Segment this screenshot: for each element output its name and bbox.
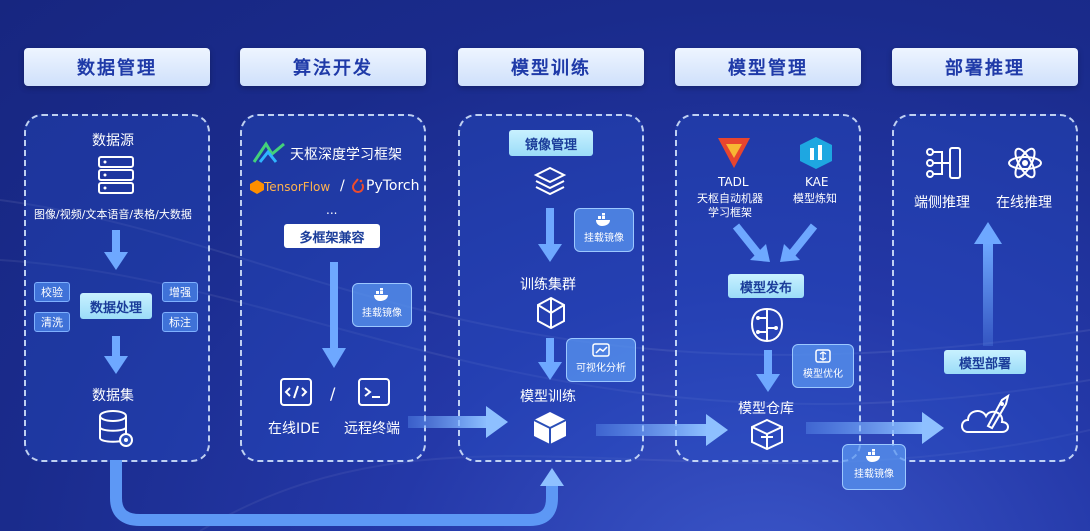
data-source-types: 图像/视频/文本语音/表格/大数据 bbox=[34, 208, 192, 221]
remote-terminal-label: 远程终端 bbox=[344, 421, 400, 437]
mount-image-label: 挂载镜像 bbox=[854, 469, 894, 480]
model-optimize-label: 模型优化 bbox=[803, 369, 843, 380]
merge-arrows-icon bbox=[732, 223, 818, 262]
data-processing-badge: 数据处理 bbox=[80, 293, 152, 319]
pytorch-logo-icon bbox=[352, 178, 364, 193]
docker-icon bbox=[374, 288, 388, 301]
optimize-icon bbox=[815, 349, 831, 363]
slash-2: / bbox=[330, 384, 336, 403]
tadl-logo-icon bbox=[718, 138, 750, 168]
edge-inference-label: 端侧推理 bbox=[914, 195, 970, 211]
database-gear-icon bbox=[99, 410, 133, 447]
mount-image-tag: 挂载镜像 bbox=[574, 208, 634, 252]
tensorflow-label: TensorFlow bbox=[264, 180, 331, 194]
ellipsis: ... bbox=[326, 203, 338, 217]
repository-box-icon bbox=[751, 418, 783, 451]
tadl-title: TADL bbox=[718, 175, 749, 189]
op-clean: 清洗 bbox=[34, 312, 70, 332]
arrow-down-icon bbox=[538, 338, 562, 380]
brain-circuit-icon bbox=[750, 307, 784, 343]
model-optimize-tag: 模型优化 bbox=[792, 344, 854, 388]
arrow-down-icon bbox=[322, 262, 346, 368]
header-model-training: 模型训练 bbox=[458, 48, 644, 86]
mount-image-tag: 挂载镜像 bbox=[352, 283, 412, 327]
cloud-rocket-icon bbox=[961, 393, 1010, 433]
tadl-desc-line2: 学习框架 bbox=[708, 206, 752, 219]
arrow-up-icon bbox=[974, 222, 1002, 346]
mount-image-label: 挂载镜像 bbox=[584, 233, 624, 244]
framework-title: 天枢深度学习框架 bbox=[290, 147, 402, 163]
op-augment: 增强 bbox=[162, 282, 198, 302]
panel-model-training bbox=[458, 114, 644, 462]
model-training-label: 模型训练 bbox=[520, 389, 576, 405]
slash: / bbox=[340, 178, 345, 194]
tadl-desc-line1: 天枢自动机器 bbox=[697, 192, 763, 205]
mount-image-label: 挂载镜像 bbox=[362, 308, 402, 319]
multi-framework-badge: 多框架兼容 bbox=[284, 224, 380, 248]
arrow-down-icon bbox=[104, 230, 128, 270]
cluster-icon bbox=[537, 296, 565, 330]
edge-network-icon bbox=[926, 147, 961, 179]
terminal-icon bbox=[358, 378, 390, 406]
model-publish-badge: 模型发布 bbox=[728, 274, 804, 298]
mount-image-tag-bottom: 挂载镜像 bbox=[842, 444, 906, 490]
arrow-down-icon bbox=[756, 350, 780, 392]
online-inference-label: 在线推理 bbox=[996, 195, 1052, 211]
training-cluster-label: 训练集群 bbox=[520, 277, 576, 293]
layers-icon bbox=[533, 166, 567, 196]
model-cube-icon bbox=[533, 412, 567, 444]
dataset-label: 数据集 bbox=[92, 388, 134, 404]
model-repo-label: 模型仓库 bbox=[738, 401, 794, 417]
tianshu-logo-icon bbox=[252, 141, 285, 163]
op-annotate: 标注 bbox=[162, 312, 198, 332]
pytorch-label: PyTorch bbox=[366, 178, 420, 194]
model-deploy-badge: 模型部署 bbox=[944, 350, 1026, 374]
visual-analysis-label: 可视化分析 bbox=[576, 363, 626, 374]
header-model-management: 模型管理 bbox=[675, 48, 861, 86]
header-deploy-inference: 部署推理 bbox=[892, 48, 1078, 86]
header-algorithm-development: 算法开发 bbox=[240, 48, 426, 86]
analytics-icon bbox=[592, 343, 610, 357]
data-source-label: 数据源 bbox=[92, 133, 134, 149]
tensorflow-logo-icon bbox=[250, 180, 264, 194]
online-ide-label: 在线IDE bbox=[268, 421, 320, 437]
arrow-down-icon bbox=[538, 208, 562, 262]
docker-icon bbox=[596, 213, 610, 226]
atom-icon bbox=[1008, 147, 1042, 179]
code-window-icon bbox=[280, 378, 312, 406]
kae-desc: 模型炼知 bbox=[793, 192, 837, 205]
docker-icon bbox=[866, 449, 880, 462]
visual-analysis-tag: 可视化分析 bbox=[566, 338, 636, 382]
header-data-management: 数据管理 bbox=[24, 48, 210, 86]
arrow-down-icon bbox=[104, 336, 128, 374]
op-verify: 校验 bbox=[34, 282, 70, 302]
server-icon bbox=[98, 156, 134, 194]
kae-logo-icon bbox=[800, 137, 832, 169]
image-management-badge: 镜像管理 bbox=[509, 130, 593, 156]
kae-title: KAE bbox=[805, 175, 829, 189]
